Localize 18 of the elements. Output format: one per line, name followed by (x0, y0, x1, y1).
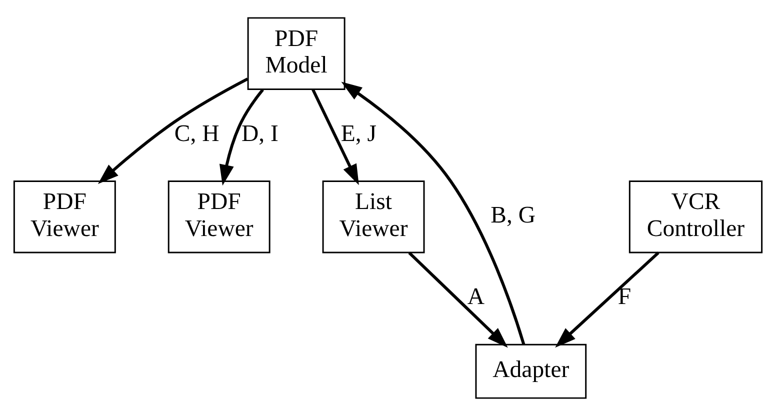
arrow (98, 77, 248, 184)
arrow (219, 88, 264, 186)
node-box: VCR Controller (628, 180, 763, 253)
node-box: PDF Model (247, 16, 346, 90)
edge-label: B, G (490, 202, 536, 228)
edge-label: C, H (174, 120, 220, 146)
edge-label: D, I (241, 120, 278, 146)
node-box: PDF Viewer (168, 180, 270, 253)
node-box: Adapter (475, 343, 587, 398)
node-box: List Viewer (322, 180, 425, 253)
edge-label: A (467, 284, 485, 310)
arrow (408, 251, 508, 348)
arrow (312, 88, 359, 185)
edge-label: E, J (340, 120, 376, 146)
arrow (341, 81, 526, 344)
edge-label: F (618, 284, 632, 310)
node-box: PDF Viewer (13, 180, 116, 253)
arrow (555, 251, 660, 348)
